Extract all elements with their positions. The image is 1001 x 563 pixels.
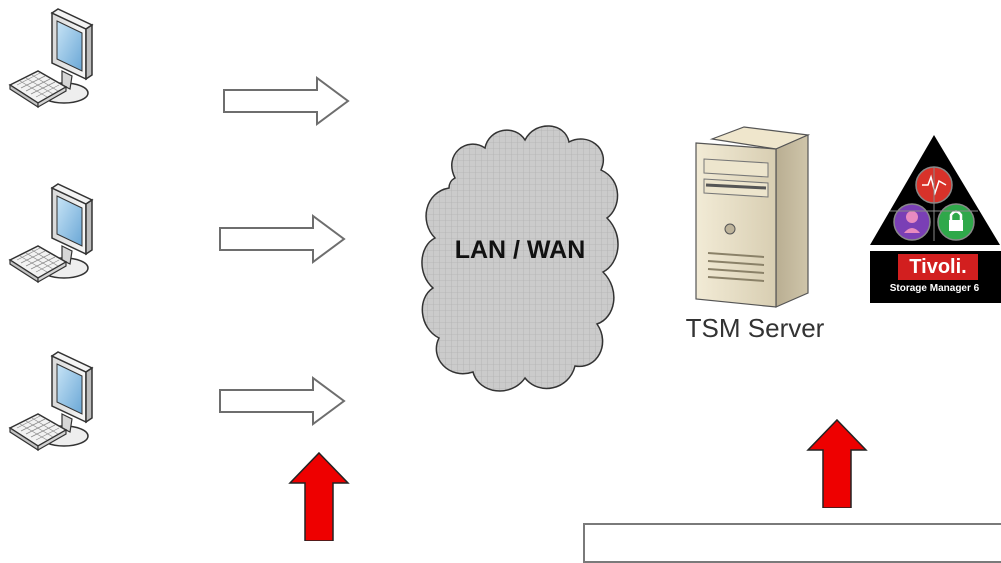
tivoli-product-name: Storage Manager 6 [889,283,980,294]
arrow-right-icon [218,376,348,426]
desktop-computer-icon [6,348,96,458]
arrow-right-icon [222,76,352,126]
desktop-computer-icon [6,180,96,290]
tower-server-icon [695,126,810,308]
cloud-icon [421,125,619,392]
arrow-right-icon [218,214,348,264]
network-label: LAN / WAN [454,236,586,264]
server-label: TSM Server [685,313,825,343]
arrow-up-icon [288,451,350,541]
tivoli-logo-icon [870,135,1001,303]
tivoli-brand-name: Tivoli. [909,256,967,278]
bottom-box [583,523,1001,563]
desktop-computer-icon [6,5,96,115]
arrow-up-icon [806,418,868,508]
